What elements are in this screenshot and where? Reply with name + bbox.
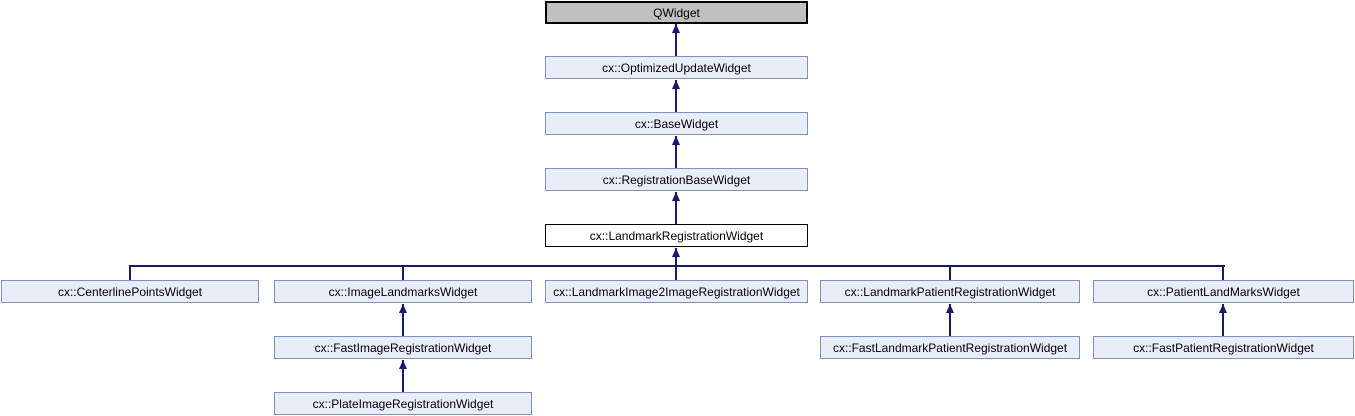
arrowhead-up-icon <box>672 24 680 33</box>
edge-registrationbase-to-base <box>675 136 677 168</box>
class-node-basewidget[interactable]: cx::BaseWidget <box>545 112 808 135</box>
arrowhead-up-icon <box>1219 304 1227 313</box>
class-node-registrationbasewidget[interactable]: cx::RegistrationBaseWidget <box>545 168 808 191</box>
edge-children-trunk <box>675 248 677 280</box>
edge-drop-imagelandmarks <box>402 265 404 280</box>
class-node-fastimageregistrationwidget[interactable]: cx::FastImageRegistrationWidget <box>274 336 532 359</box>
class-node-landmarkpatientregistrationwidget[interactable]: cx::LandmarkPatientRegistrationWidget <box>820 280 1080 303</box>
class-node-imagelandmarkswidget[interactable]: cx::ImageLandmarksWidget <box>274 280 532 303</box>
arrowhead-up-icon <box>672 248 680 257</box>
edge-fastimage-to-imagelandmarks <box>402 304 404 336</box>
edge-drop-landmarkpatient <box>949 265 951 280</box>
class-node-plateimageregistrationwidget[interactable]: cx::PlateImageRegistrationWidget <box>274 392 532 415</box>
class-node-fastpatientregistrationwidget[interactable]: cx::FastPatientRegistrationWidget <box>1093 336 1354 359</box>
class-node-landmarkregistrationwidget: cx::LandmarkRegistrationWidget <box>545 224 808 247</box>
edge-optimized-to-qwidget <box>675 24 677 56</box>
class-node-optimizedupdatewidget[interactable]: cx::OptimizedUpdateWidget <box>545 56 808 79</box>
class-node-landmarkimage2imageregistrationwidget[interactable]: cx::LandmarkImage2ImageRegistrationWidge… <box>545 280 808 303</box>
class-node-centerlinepointswidget[interactable]: cx::CenterlinePointsWidget <box>1 280 259 303</box>
edge-drop-centerlinepoints <box>129 265 131 280</box>
edge-drop-patientlandmarks <box>1222 265 1224 280</box>
edge-base-to-optimized <box>675 80 677 112</box>
edge-landmark-to-registrationbase <box>675 192 677 224</box>
edge-plateimage-to-fastimage <box>402 360 404 392</box>
edge-fastpatient-to-patientlandmarks <box>1222 304 1224 336</box>
arrowhead-up-icon <box>399 360 407 369</box>
edge-fastlandmarkpatient-to-landmarkpatient <box>949 304 951 336</box>
arrowhead-up-icon <box>399 304 407 313</box>
arrowhead-up-icon <box>672 80 680 89</box>
class-node-qwidget: QWidget <box>545 1 808 24</box>
class-node-fastlandmarkpatientregistrationwidget[interactable]: cx::FastLandmarkPatientRegistrationWidge… <box>820 336 1080 359</box>
arrowhead-up-icon <box>672 136 680 145</box>
class-node-patientlandmarkswidget[interactable]: cx::PatientLandMarksWidget <box>1093 280 1354 303</box>
edge-children-channel <box>129 265 1225 267</box>
arrowhead-up-icon <box>672 192 680 201</box>
arrowhead-up-icon <box>946 304 954 313</box>
